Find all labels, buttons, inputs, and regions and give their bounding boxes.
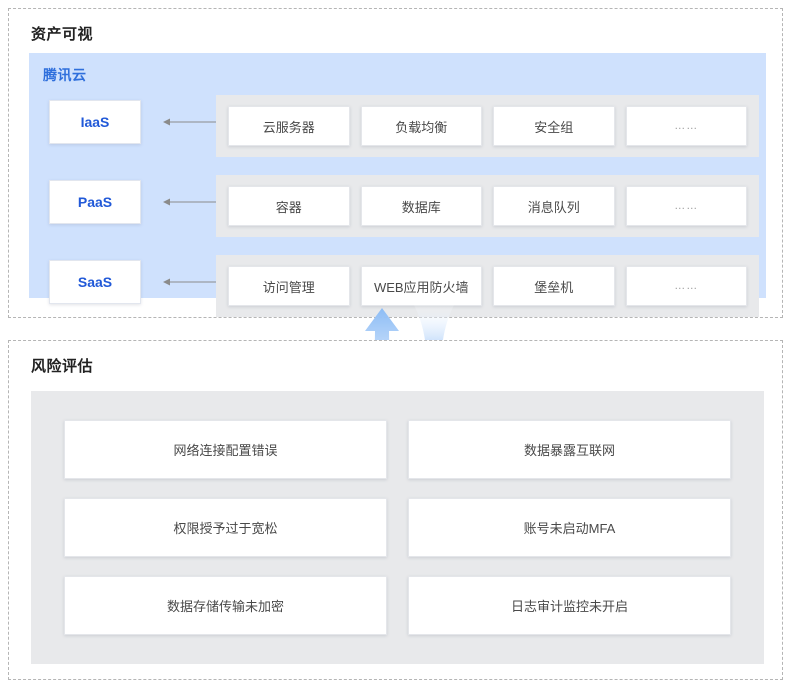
cloud-provider-title: 腾讯云 [43,67,87,83]
tier-row-paas: PaaS 容器 数据库 消息队列 …… [29,175,766,237]
risk-assessment-panel: 风险评估 网络连接配置错误 数据暴露互联网 权限授予过于宽松 账号未启动MFA … [8,340,783,680]
risk-row: 网络连接配置错误 数据暴露互联网 [64,420,731,479]
risk-row: 权限授予过于宽松 账号未启动MFA [64,498,731,557]
risk-row: 数据存储传输未加密 日志审计监控未开启 [64,576,731,635]
service-card-more[interactable]: …… [625,266,747,306]
service-card[interactable]: 数据库 [360,186,482,226]
risk-panel-title: 风险评估 [31,358,94,375]
service-card[interactable]: 容器 [228,186,350,226]
service-card[interactable]: 云服务器 [228,106,350,146]
tier-label-saas[interactable]: SaaS [49,260,141,304]
service-group-iaas: 云服务器 负载均衡 安全组 …… [216,95,759,157]
risk-card[interactable]: 数据存储传输未加密 [64,576,387,635]
risk-card[interactable]: 账号未启动MFA [408,498,731,557]
tier-row-saas: SaaS 访问管理 WEB应用防火墙 堡垒机 …… [29,255,766,317]
service-card-more[interactable]: …… [625,106,747,146]
service-card[interactable]: 消息队列 [493,186,615,226]
asset-panel-title: 资产可视 [31,26,94,43]
tier-row-iaas: IaaS 云服务器 负载均衡 安全组 …… [29,95,766,157]
service-group-paas: 容器 数据库 消息队列 …… [216,175,759,237]
asset-visibility-panel: 资产可视 腾讯云 IaaS 云服务器 负载均衡 安全组 …… [8,8,783,318]
risk-card[interactable]: 数据暴露互联网 [408,420,731,479]
tier-label-paas[interactable]: PaaS [49,180,141,224]
service-card[interactable]: 安全组 [493,106,615,146]
risk-card[interactable]: 网络连接配置错误 [64,420,387,479]
service-card[interactable]: 负载均衡 [360,106,482,146]
tencent-cloud-container: 腾讯云 IaaS 云服务器 负载均衡 安全组 …… [29,53,766,317]
risk-card[interactable]: 日志审计监控未开启 [408,576,731,635]
tier-label-iaas[interactable]: IaaS [49,100,141,144]
service-group-saas: 访问管理 WEB应用防火墙 堡垒机 …… [216,255,759,317]
service-card[interactable]: 访问管理 [228,266,350,306]
service-card[interactable]: 堡垒机 [493,266,615,306]
service-card[interactable]: WEB应用防火墙 [360,266,482,306]
risk-cards-container: 网络连接配置错误 数据暴露互联网 权限授予过于宽松 账号未启动MFA 数据存储传… [31,391,764,664]
risk-card[interactable]: 权限授予过于宽松 [64,498,387,557]
service-card-more[interactable]: …… [625,186,747,226]
